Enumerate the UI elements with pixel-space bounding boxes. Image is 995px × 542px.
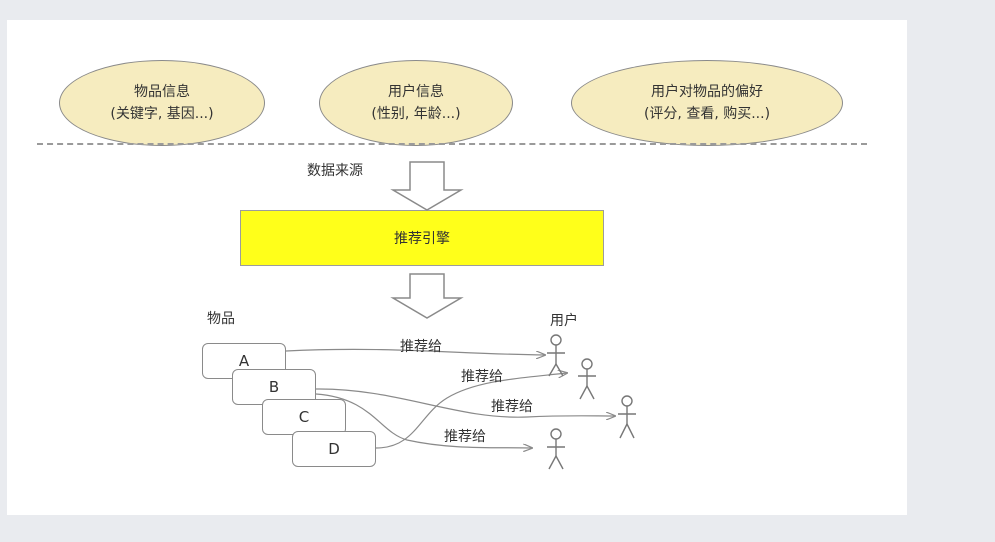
items-label: 物品 xyxy=(207,311,235,327)
diagram-canvas: 物品信息 (关键字, 基因...) 用户信息 (性别, 年龄...) 用户对物品… xyxy=(7,20,907,515)
item-box-d: D xyxy=(292,431,376,467)
recommend-label: 推荐给 xyxy=(461,369,503,385)
dashed-divider xyxy=(37,143,867,145)
item-label-d: D xyxy=(328,440,340,458)
source-down-arrow xyxy=(390,161,464,211)
item-label-b: B xyxy=(268,378,280,396)
engine-label: 推荐引擎 xyxy=(394,231,450,247)
user-info-title: 用户信息 xyxy=(388,84,444,100)
data-source-label: 数据来源 xyxy=(307,163,363,179)
recommend-label: 推荐给 xyxy=(400,339,442,355)
user-icon xyxy=(618,395,636,439)
item-label-a: A xyxy=(238,352,250,370)
item-info-detail: (关键字, 基因...) xyxy=(110,106,214,122)
recommend-arrow-d xyxy=(375,373,567,449)
users-label: 用户 xyxy=(550,313,578,329)
recommend-arrow-b2 xyxy=(315,393,532,448)
user-icon xyxy=(578,358,596,400)
item-box-c: C xyxy=(262,399,346,435)
recommend-label: 推荐给 xyxy=(491,399,533,415)
preference-detail: (评分, 查看, 购买...) xyxy=(643,106,771,122)
preference-source: 用户对物品的偏好 (评分, 查看, 购买...) xyxy=(571,60,843,146)
engine-down-arrow xyxy=(390,273,464,319)
recommend-arrow-a xyxy=(285,348,545,355)
user-info-detail: (性别, 年龄...) xyxy=(371,106,461,122)
item-info-source: 物品信息 (关键字, 基因...) xyxy=(59,60,265,146)
user-info-source: 用户信息 (性别, 年龄...) xyxy=(319,60,513,146)
item-label-c: C xyxy=(298,408,310,426)
preference-title: 用户对物品的偏好 xyxy=(651,84,763,100)
item-info-title: 物品信息 xyxy=(134,84,190,100)
recommend-label: 推荐给 xyxy=(444,429,486,445)
user-icon xyxy=(547,334,565,377)
recommendation-engine: 推荐引擎 xyxy=(240,210,604,266)
user-icon xyxy=(547,428,565,470)
recommend-arrow-b xyxy=(315,388,615,417)
diagram-connectors xyxy=(285,161,636,470)
